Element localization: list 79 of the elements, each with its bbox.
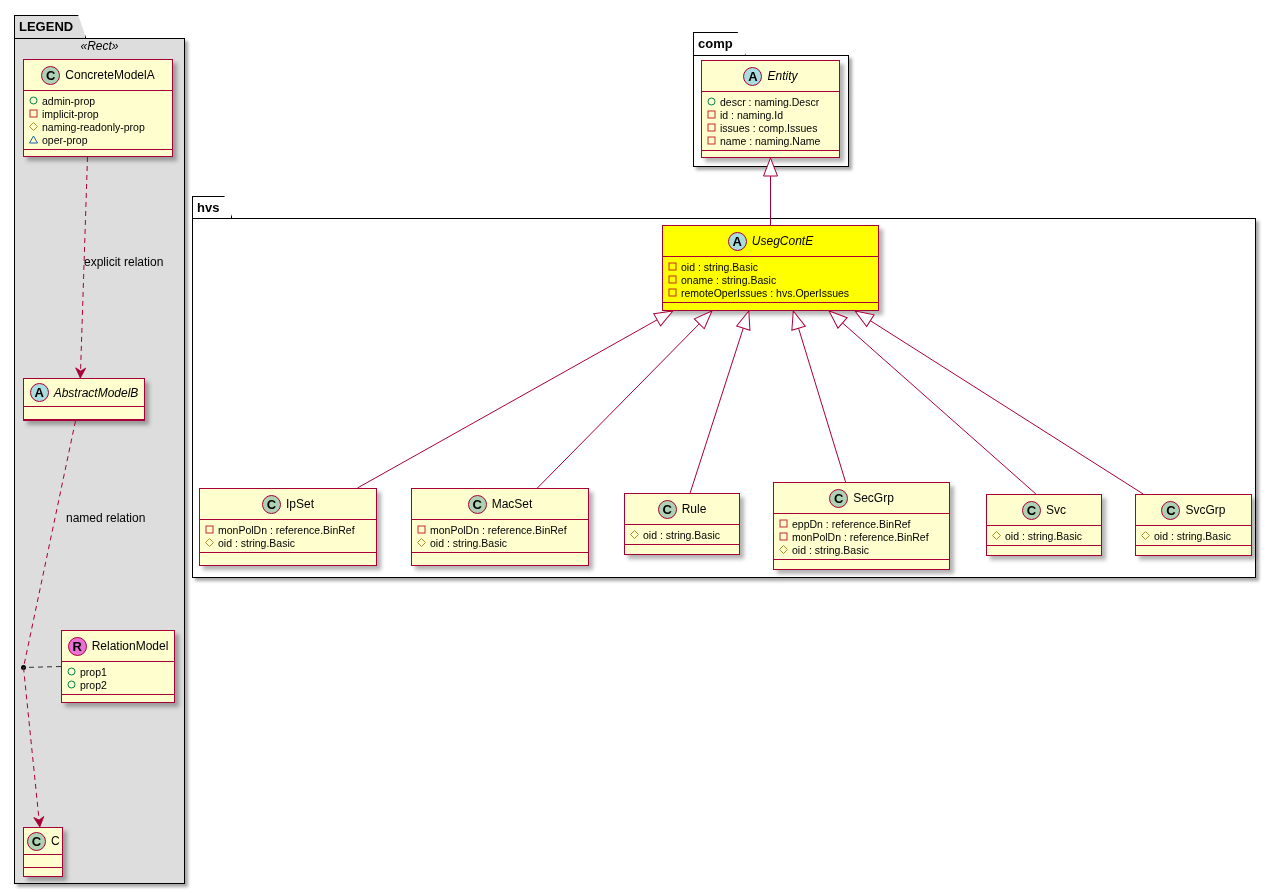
attribute-text: oid : string.Basic bbox=[792, 543, 870, 556]
arrow bbox=[763, 157, 778, 226]
arrow bbox=[536, 310, 713, 489]
attribute-text: oid : string.Basic bbox=[643, 528, 721, 541]
attribute-text: implicit-prop bbox=[42, 107, 99, 120]
class-box bbox=[23, 59, 173, 157]
class-box bbox=[624, 493, 740, 555]
class-badge: C bbox=[1022, 500, 1041, 520]
connector-line bbox=[23, 666, 62, 668]
class-name: IpSet bbox=[286, 497, 314, 511]
class-name: UsegContE bbox=[751, 234, 814, 248]
edge-label: named relation bbox=[66, 511, 146, 525]
attribute-text: oname : string.Basic bbox=[681, 273, 777, 286]
class-box bbox=[23, 378, 145, 421]
class-badge: A bbox=[743, 66, 763, 86]
class-box bbox=[701, 60, 840, 158]
attribute-text: naming-readonly-prop bbox=[42, 120, 145, 133]
attribute-text: id : naming.Id bbox=[720, 108, 784, 121]
class-badge: C bbox=[27, 831, 46, 851]
attribute-text: oper-prop bbox=[42, 133, 88, 146]
package-frame bbox=[693, 32, 849, 167]
edge-label: explicit relation bbox=[84, 255, 164, 269]
class-box bbox=[986, 494, 1102, 556]
class-badge: C bbox=[467, 494, 487, 514]
class-name: RelationModel bbox=[91, 639, 169, 653]
attribute-text: issues : comp.Issues bbox=[720, 121, 818, 134]
class-name: Rule bbox=[681, 502, 707, 516]
class-name: MacSet bbox=[491, 497, 533, 511]
class-badge: C bbox=[1161, 500, 1181, 520]
package-name: comp bbox=[698, 36, 733, 51]
arrow bbox=[791, 310, 847, 483]
class-badge: C bbox=[829, 488, 849, 508]
arrow bbox=[23, 667, 45, 828]
class-box bbox=[199, 488, 377, 566]
attribute-text: monPolDn : reference.BinRef bbox=[430, 523, 567, 536]
arrow bbox=[828, 310, 1037, 495]
class-name: SvcGrp bbox=[1185, 503, 1226, 517]
junction-dot bbox=[21, 665, 26, 670]
attribute-text: name : naming.Name bbox=[720, 134, 821, 147]
attribute-text: remoteOperIssues : hvs.OperIssues bbox=[681, 286, 850, 299]
arrow bbox=[356, 310, 674, 489]
package-name: hvs bbox=[197, 200, 220, 215]
attribute-text: prop2 bbox=[80, 678, 107, 691]
class-badge: C bbox=[262, 494, 281, 514]
stereotype-label: «Rect» bbox=[79, 39, 120, 53]
attribute-text: prop1 bbox=[80, 665, 107, 678]
attribute-text: admin-prop bbox=[42, 94, 96, 107]
class-box bbox=[773, 482, 950, 570]
class-badge: C bbox=[657, 499, 677, 519]
class-box bbox=[662, 225, 879, 311]
class-badge: R bbox=[67, 636, 87, 656]
class-name: Entity bbox=[767, 69, 798, 83]
arrow bbox=[689, 310, 751, 494]
attribute-text: eppDn : reference.BinRef bbox=[792, 517, 911, 530]
package-name: LEGEND bbox=[19, 19, 74, 34]
package-frame bbox=[14, 15, 185, 884]
attribute-text: oid : string.Basic bbox=[218, 536, 296, 549]
attribute-text: oid : string.Basic bbox=[430, 536, 508, 549]
attribute-text: monPolDn : reference.BinRef bbox=[218, 523, 355, 536]
arrow bbox=[854, 310, 1144, 495]
attribute-text: monPolDn : reference.BinRef bbox=[792, 530, 929, 543]
class-badge: A bbox=[29, 383, 49, 402]
attribute-text: oid : string.Basic bbox=[681, 260, 759, 273]
class-box bbox=[23, 827, 63, 877]
class-box bbox=[411, 488, 589, 566]
attribute-text: oid : string.Basic bbox=[1005, 529, 1083, 542]
attribute-text: oid : string.Basic bbox=[1154, 529, 1232, 542]
class-name: C bbox=[51, 834, 60, 848]
attribute-text: descr : naming.Descr bbox=[720, 95, 820, 108]
class-badge: A bbox=[727, 231, 747, 251]
class-name: ConcreteModelA bbox=[65, 68, 155, 82]
class-name: AbstractModelB bbox=[53, 385, 139, 400]
class-name: SecGrp bbox=[853, 491, 894, 505]
arrow bbox=[75, 156, 88, 379]
class-box bbox=[1135, 494, 1252, 556]
class-box bbox=[61, 630, 175, 703]
class-name: Svc bbox=[1046, 503, 1066, 517]
class-badge: C bbox=[41, 65, 61, 85]
package-frame bbox=[192, 196, 1256, 578]
